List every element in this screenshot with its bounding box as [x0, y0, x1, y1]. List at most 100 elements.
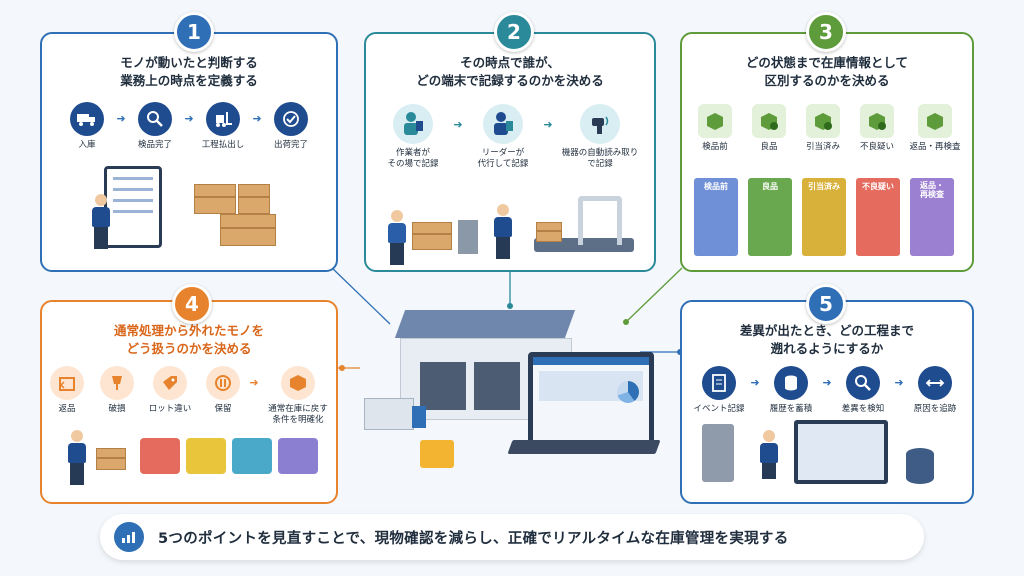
state-return-reinspect: 返品・再検査: [904, 104, 966, 153]
panel-title: 差異が出たとき、どの工程まで 遡れるようにするか: [739, 323, 915, 356]
panel-title: その時点で誰が、 どの端末で記録するのかを決める: [416, 55, 604, 88]
exception-damaged: 破損: [92, 366, 142, 415]
cargo-box: [238, 184, 270, 214]
cargo-box: [194, 184, 236, 214]
state-good: 良品: [742, 104, 796, 153]
panel-title: モノが動いたと判断する 業務上の時点を定義する: [120, 55, 258, 88]
worker-tablet-icon: [393, 104, 433, 144]
warehouse-roof: [394, 310, 576, 338]
shelf-suspected-defect: 不良疑い: [856, 178, 900, 256]
truck-icon: [70, 102, 104, 136]
on-hold-bin: [278, 438, 318, 474]
state-flow: 検品前 良品 引当済み 不良疑い 返品・再検査: [682, 104, 972, 153]
step-dispatch: 工程払出し: [195, 102, 251, 151]
panel-define-timing: モノが動いたと判断する 業務上の時点を定義する 入庫 ➜ 検品完了 ➜ 工程払出…: [40, 32, 338, 272]
warehouse-dock: [474, 362, 520, 410]
shelf-pre-inspection: 検品前: [694, 178, 738, 256]
arrow-icon: ➜: [894, 376, 904, 389]
shelf-allocated: 引当済み: [802, 178, 846, 256]
truck-illustration: [364, 398, 414, 430]
step-worker-records: 作業者がその場で記録: [374, 104, 452, 170]
panel-title: どの状態まで在庫情報として 区別するのかを決める: [745, 55, 909, 88]
box-icon: [698, 104, 732, 138]
summary-text: 5つのポイントを見直すことで、現物確認を減らし、正確でリアルタイムな在庫管理を実…: [158, 530, 789, 547]
step-flow: 入庫 ➜ 検品完了 ➜ 工程払出し ➜ 出荷完了: [42, 102, 336, 151]
truck-cab: [412, 406, 426, 428]
arrows-icon: [918, 366, 952, 400]
arrow-icon: ➜: [184, 112, 194, 125]
step-receiving: 入庫: [59, 102, 115, 151]
box-question-icon: [860, 104, 894, 138]
trace-history: 履歴を蓄積: [761, 366, 821, 415]
step-number-badge: 2: [494, 12, 534, 52]
panel-who-records: その時点で誰が、 どの端末で記録するのかを決める 作業者がその場で記録 ➜ リー…: [364, 32, 656, 272]
arrow-icon: ➜: [453, 118, 463, 131]
analyst-figure: [760, 430, 778, 479]
arrow-icon: ➜: [249, 376, 259, 389]
state-suspected-defect: 不良疑い: [850, 104, 904, 153]
step-auto-scan: 機器の自動読み取りで記録: [554, 104, 646, 170]
lot-mismatch-bin: [232, 438, 272, 474]
state-pre-inspection: 検品前: [688, 104, 742, 153]
forklift-icon: [206, 102, 240, 136]
trace-root-cause: 原因を追跡: [905, 366, 965, 415]
trace-detect: 差異を検知: [833, 366, 893, 415]
state-allocated: 引当済み: [796, 104, 850, 153]
shelf-good: 良品: [748, 178, 792, 256]
box-return-icon: [918, 104, 952, 138]
summary-banner: 5つのポイントを見直すことで、現物確認を減らし、正確でリアルタイムな在庫管理を実…: [100, 514, 924, 560]
magnifier-icon: [846, 366, 880, 400]
trace-event-log: イベント記録: [689, 366, 749, 415]
cargo-box: [96, 448, 126, 470]
warehouse-dock: [420, 362, 466, 410]
scan-gate: [578, 196, 622, 245]
forklift-illustration: [420, 440, 454, 468]
laptop-base: [507, 440, 661, 454]
arrow-icon: ➜: [750, 376, 760, 389]
box-icon: [281, 366, 315, 400]
exception-lot-mismatch: ロット違い: [142, 366, 198, 415]
scanner-icon: [580, 104, 620, 144]
panel-traceability: 差異が出たとき、どの工程まで 遡れるようにするか イベント記録 ➜ 履歴を蓄積 …: [680, 300, 974, 504]
return-bin: [140, 438, 180, 474]
panel-title: 通常処理から外れたモノを どう扱うのかを決める: [113, 323, 264, 356]
growth-chart-icon: [114, 522, 144, 552]
arrow-icon: ➜: [543, 118, 553, 131]
check-icon: [274, 102, 308, 136]
scanner-stand: [458, 220, 478, 254]
worker-figure: [92, 194, 110, 249]
tag-icon: [153, 366, 187, 400]
broken-glass-icon: [100, 366, 134, 400]
arrow-icon: ➜: [822, 376, 832, 389]
magnifier-icon: [138, 102, 172, 136]
step-inspection: 検品完了: [127, 102, 183, 151]
step-number-badge: 5: [806, 284, 846, 324]
trace-flow: イベント記録 ➜ 履歴を蓄積 ➜ 差異を検知 ➜ 原因を追跡: [682, 366, 972, 415]
damaged-bin: [186, 438, 226, 474]
pause-icon: [206, 366, 240, 400]
exception-on-hold: 保留: [198, 366, 248, 415]
box-clock-icon: [806, 104, 840, 138]
server-illustration: [702, 424, 734, 482]
exception-flow: 返品 破損 ロット違い 保留 ➜ 通常在庫に戻す条件を明確化: [42, 366, 336, 426]
monitor-illustration: [794, 420, 888, 484]
warehouse-illustration: [360, 300, 661, 500]
database-icon: [774, 366, 808, 400]
step-number-badge: 1: [174, 12, 214, 52]
step-number-badge: 4: [172, 284, 212, 324]
worker-figure: [68, 430, 86, 485]
exception-return: 返品: [42, 366, 92, 415]
arrow-icon: ➜: [116, 112, 126, 125]
laptop-screen: [528, 352, 654, 446]
step-leader-records: リーダーが代行して記録: [464, 104, 542, 170]
shelf-return-reinspect: 返品・再検査: [910, 178, 954, 256]
return-box-icon: [50, 366, 84, 400]
cargo-box: [412, 222, 452, 250]
leader-figure: [494, 204, 512, 259]
exception-return-to-stock: 通常在庫に戻す条件を明確化: [260, 366, 336, 426]
arrow-icon: ➜: [252, 112, 262, 125]
cargo-box: [536, 222, 562, 242]
clipboard-illustration: [104, 166, 162, 248]
step-number-badge: 3: [806, 12, 846, 52]
step-flow: 作業者がその場で記録 ➜ リーダーが代行して記録 ➜ 機器の自動読み取りで記録: [366, 104, 654, 170]
